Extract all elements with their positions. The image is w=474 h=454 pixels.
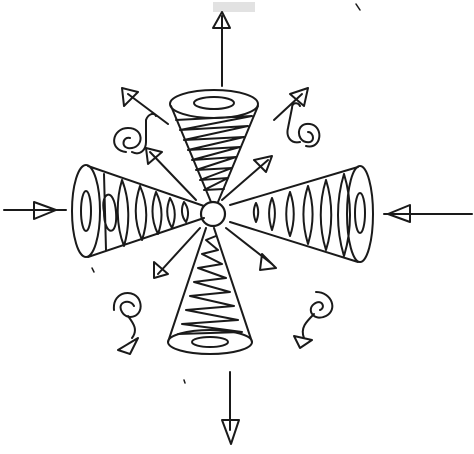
cone-left: [72, 165, 204, 257]
stray-mark: [184, 380, 185, 383]
radial-arrow-top-left-inner: [146, 148, 196, 200]
radial-arrow-top-left-outer: [122, 88, 168, 124]
cone-right-inner-ring: [355, 193, 365, 233]
cone-left-rim: [72, 165, 100, 257]
scan-smudge: [213, 2, 255, 12]
stray-mark: [92, 268, 94, 272]
arrow-out-bottom: [222, 372, 239, 444]
cone-top-rim: [170, 90, 258, 118]
vortex-top-left: [114, 114, 156, 153]
vortex-bottom-left: [114, 293, 141, 354]
cone-left-inner-ring: [81, 191, 91, 231]
arrow-in-right: [384, 205, 472, 222]
arrow-out-top: [213, 12, 230, 86]
vortex-bottom-right: [294, 292, 332, 348]
cone-top-side-right: [218, 106, 258, 202]
cone-bottom: [168, 228, 252, 354]
radial-arrow-top-right-inner: [222, 156, 272, 200]
cone-top-spiral: [176, 116, 252, 190]
center-source: [201, 202, 225, 226]
stray-mark: [356, 4, 360, 10]
cone-bottom-inner-ring: [192, 337, 228, 347]
radial-arrow-bottom-left-inner: [154, 228, 200, 278]
arrow-in-left: [4, 202, 66, 219]
cone-top-inner-ring: [194, 97, 234, 109]
vortex-top-right: [288, 103, 320, 146]
